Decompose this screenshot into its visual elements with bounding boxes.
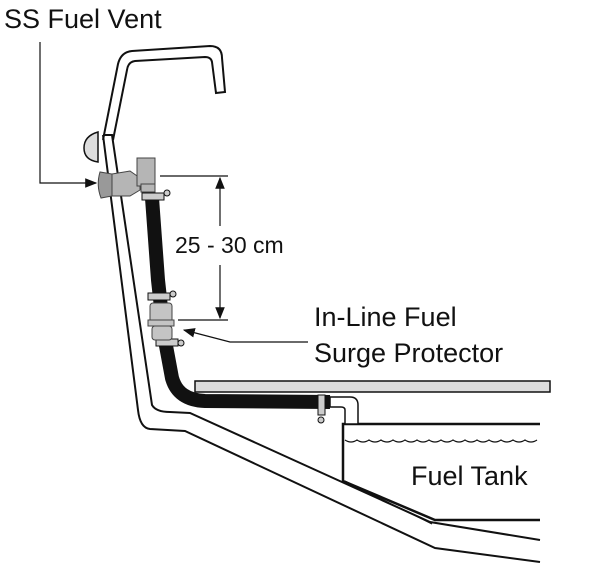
fuel-level [344, 439, 538, 443]
fuel-vent-fitting [97, 157, 156, 199]
fuel-tank [341, 422, 540, 525]
fuel-hose [145, 197, 331, 409]
dimension-marker [160, 175, 228, 321]
tank-fitting [329, 396, 359, 425]
surge-protector [147, 302, 175, 341]
surge-leader-arrow [182, 328, 308, 343]
dimension-label: 25 - 30 cm [175, 232, 284, 258]
vent-leader-arrow [39, 42, 98, 188]
rail-mount-knob [83, 131, 99, 163]
vent-label: SS Fuel Vent [4, 4, 162, 34]
surge-label-line1: In-Line Fuel [314, 302, 457, 332]
rail [102, 44, 227, 141]
surge-label-line2: Surge Protector [314, 338, 504, 368]
hull [102, 134, 541, 563]
deck [194, 380, 551, 393]
hose-clamps [141, 189, 326, 424]
tank-label: Fuel Tank [411, 461, 528, 491]
